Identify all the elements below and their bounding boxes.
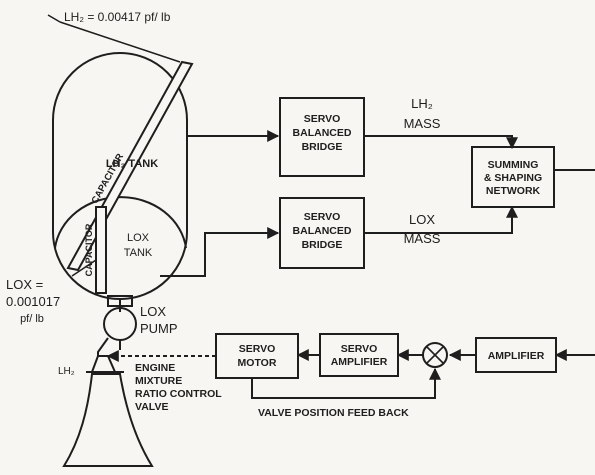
lh2-mass-line (364, 135, 518, 150)
lox-capacitor-rod (95, 206, 107, 294)
servo-amplifier-line2: AMPLIFIER (331, 356, 388, 368)
servo-bridge-bottom-line1: SERVO (304, 211, 341, 223)
valve-label-line2: MIXTURE (135, 375, 182, 387)
lh2-mass-line1: LH₂ (411, 96, 433, 111)
valve-label-line4: VALVE (135, 401, 168, 413)
lox-capacitance-leader (71, 259, 97, 277)
summing-network (471, 146, 555, 208)
servo-amplifier-box (319, 333, 399, 377)
servo-motor-box (215, 333, 299, 379)
lh2-capacitance-label: LH₂ = 0.00417 pf/ lb (64, 10, 171, 24)
servo-bridge-top-line2: BALANCED (293, 127, 352, 139)
lh2-mass-line2: MASS (404, 116, 441, 131)
lox-pump-housing (107, 295, 133, 307)
lox-mass-line1: LOX (409, 212, 435, 227)
servo-amplifier-line1: SERVO (341, 343, 378, 355)
engine-lh2-label: LH₂ (58, 366, 75, 377)
servo-bridge-bottom-line2: BALANCED (293, 225, 352, 237)
lox-pump-label-line2: PUMP (140, 321, 178, 336)
lox-mass-line (364, 205, 518, 234)
servo-motor-line2: MOTOR (238, 357, 277, 369)
servo-bridge-bottom-line3: BRIDGE (302, 239, 343, 251)
lox-capacitance-line3: pf/ lb (20, 313, 44, 325)
lox-tank-label-line1: LOX (127, 232, 150, 244)
valve-label-line3: RATIO CONTROL (135, 388, 222, 400)
valve-feedback-line (251, 367, 441, 399)
lox-capacitance-line2: 0.001017 (6, 294, 60, 309)
servo-motor-line1: SERVO (239, 343, 276, 355)
engine-injector (90, 355, 117, 373)
summing-line2: & SHAPING (484, 172, 542, 184)
lox-tank-bulkhead (54, 196, 187, 249)
valve-label-line1: ENGINE (135, 362, 175, 374)
engine-nozzle (62, 373, 154, 467)
propellant-tank (52, 52, 188, 300)
lox-capacitor-label: CAPACITOR (84, 223, 94, 276)
servo-bridge-top-line1: SERVO (304, 113, 341, 125)
lox-tank-label-line2: TANK (124, 247, 153, 259)
lox-capacitance-line1: LOX = (6, 277, 43, 292)
lox-pump (103, 307, 137, 341)
lh2-capacitance-leader (59, 21, 181, 63)
lh2-tank-label: LH₂ TANK (106, 158, 158, 170)
summing-line3: NETWORK (486, 185, 541, 197)
servo-bridge-top-line3: BRIDGE (302, 141, 343, 153)
amplifier-label: AMPLIFIER (488, 350, 545, 362)
feedback-label: VALVE POSITION FEED BACK (258, 407, 409, 419)
lox-sensor-line (160, 227, 280, 277)
summing-line1: SUMMING (488, 159, 539, 171)
lox-pump-label-line1: LOX (140, 304, 166, 319)
lox-mass-line2: MASS (404, 231, 441, 246)
